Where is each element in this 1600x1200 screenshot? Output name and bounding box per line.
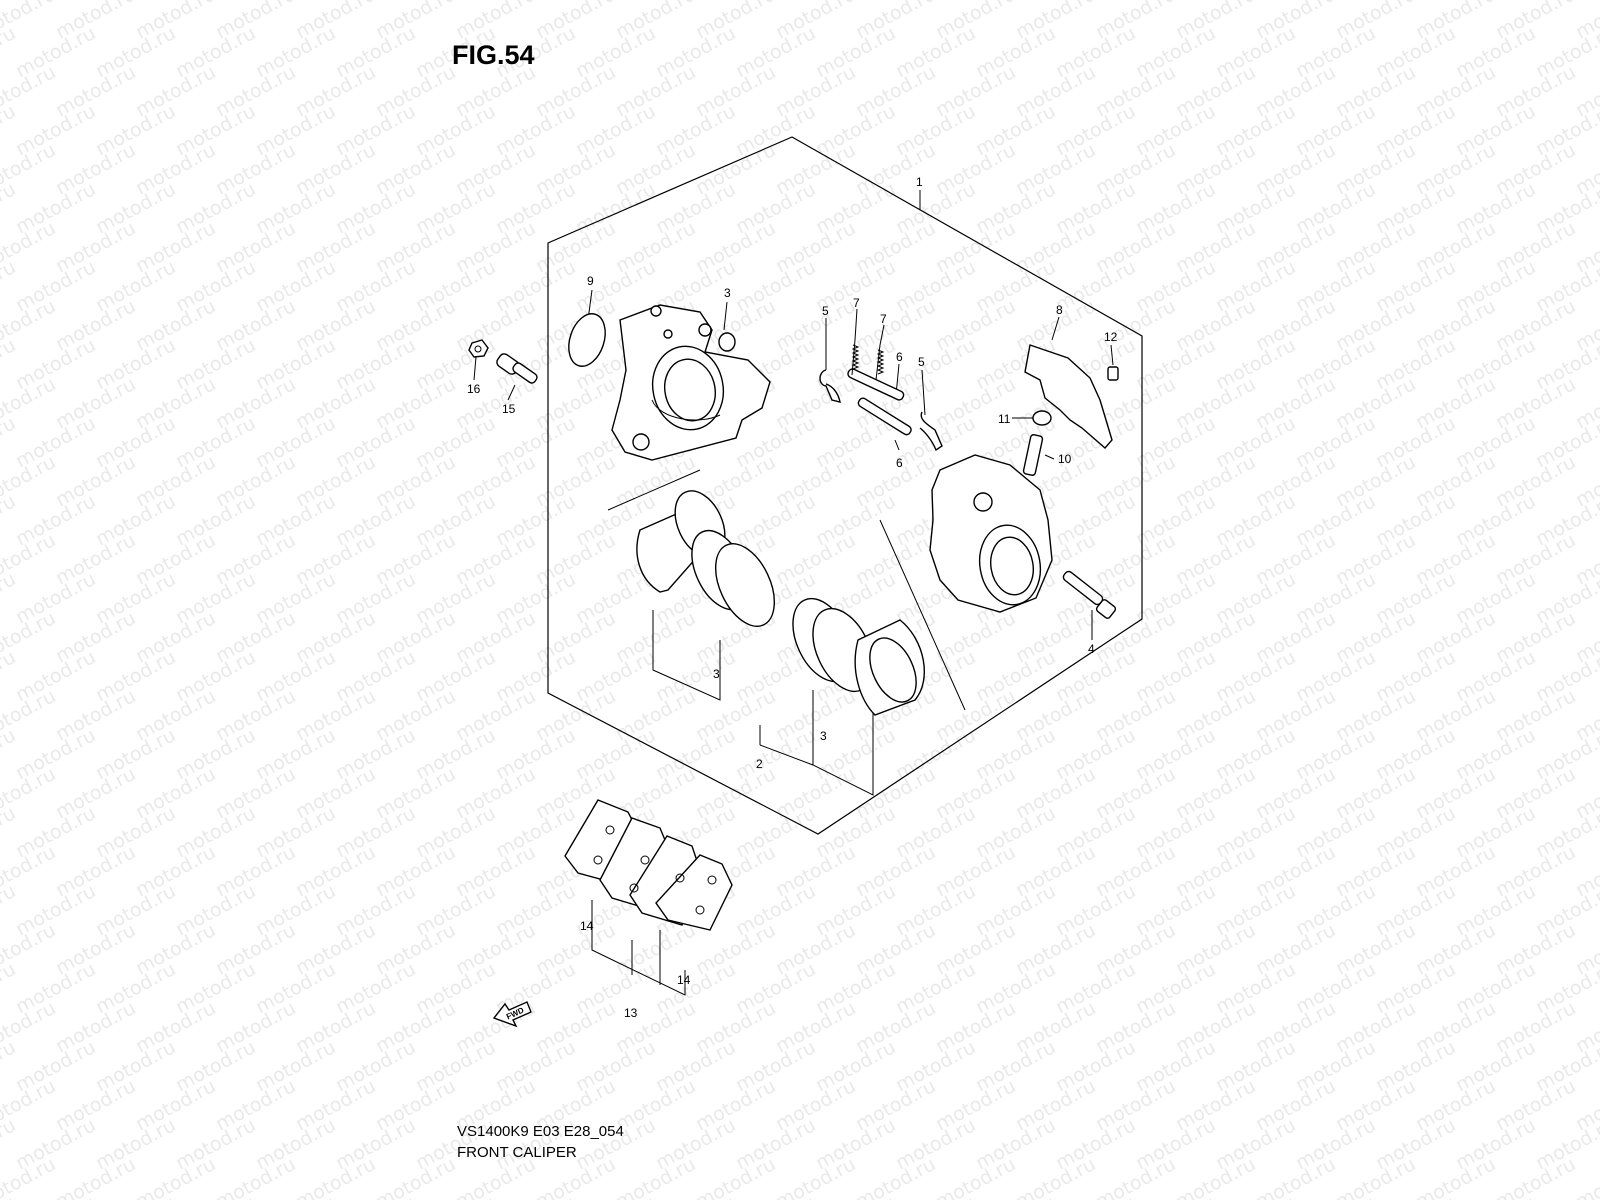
callout-1: 1 (916, 175, 923, 189)
part-9-seal-ring (568, 313, 606, 367)
callout-5a: 5 (822, 304, 829, 318)
callout-7a: 7 (853, 296, 860, 310)
part-16-bleeder-cap (468, 339, 489, 358)
part-6-pad-pin-lower (857, 397, 912, 436)
part-3-o-ring (718, 332, 736, 352)
part-11-bleeder-cap (1032, 410, 1052, 426)
callout-2: 2 (756, 757, 763, 771)
callout-7b: 7 (880, 312, 887, 326)
leader-lines (473, 190, 1114, 996)
callout-6a: 6 (896, 350, 903, 364)
callout-16: 16 (467, 382, 481, 396)
fwd-direction-arrow: FWD (492, 1001, 532, 1028)
callout-8: 8 (1056, 303, 1063, 317)
part-caliper-housing-right (929, 454, 1053, 613)
part-13-brake-pad-set (564, 799, 733, 931)
callout-3a: 3 (724, 286, 731, 300)
part-6-pad-pin-upper (847, 368, 905, 401)
part-4-mounting-bolt (1062, 570, 1117, 619)
part-8-caliper-cover (1024, 344, 1113, 449)
callout-12: 12 (1104, 330, 1118, 344)
callout-10: 10 (1058, 452, 1072, 466)
part-5-pad-spring-right (919, 411, 943, 452)
watermark-text: motod.ru (0, 1192, 19, 1200)
callout-9: 9 (587, 274, 594, 288)
part-12-screw (1107, 366, 1119, 381)
callout-6b: 6 (896, 456, 903, 470)
callout-15: 15 (502, 402, 516, 416)
callout-14b: 14 (677, 973, 691, 987)
callout-labels: 1 2 3 3 3 4 5 5 6 6 7 7 8 9 10 11 12 13 … (467, 175, 1118, 1020)
assembly-boundary (547, 136, 1143, 835)
callout-14a: 14 (580, 919, 594, 933)
part-3-piston-seal-left-b (714, 543, 776, 627)
part-7-spring-left (851, 339, 860, 376)
part-7-spring-right (875, 344, 885, 381)
part-caliper-housing-left (611, 304, 771, 461)
part-2-piston-right (854, 619, 925, 716)
part-10-bleeder-valve (1022, 434, 1044, 476)
callout-5b: 5 (918, 355, 925, 369)
part-5-pad-spring-left (819, 369, 841, 403)
figure-title: FIG.54 (452, 40, 535, 70)
callout-13: 13 (624, 1006, 638, 1020)
callout-4: 4 (1088, 642, 1095, 656)
callout-3b: 3 (713, 667, 720, 681)
callout-11: 11 (998, 412, 1011, 426)
model-code: VS1400K9 E03 E28_054 (457, 1123, 624, 1140)
figure-caption: FRONT CALIPER (457, 1144, 577, 1161)
callout-3c: 3 (820, 729, 827, 743)
part-15-slide-pin-bolt (496, 353, 538, 384)
